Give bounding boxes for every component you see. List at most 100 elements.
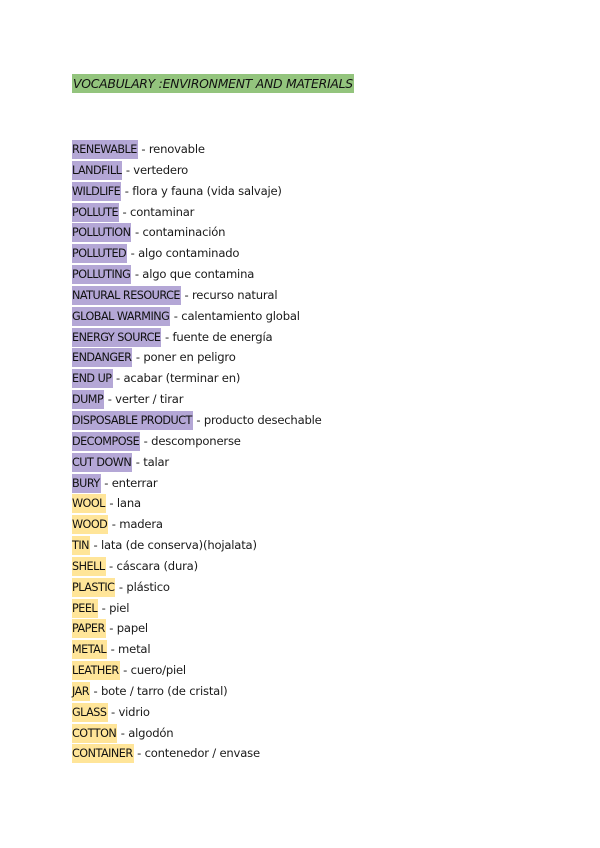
vocab-item: DISPOSABLE PRODUCT - producto desechable (72, 410, 322, 431)
vocab-term: WOOD (72, 515, 109, 535)
vocab-item: WOOD - madera (72, 514, 322, 535)
vocab-definition: piel (109, 600, 130, 615)
vocab-term: PLASTIC (72, 577, 116, 597)
vocab-term: LEATHER (72, 661, 120, 681)
vocab-item: SHELL - cáscara (dura) (72, 556, 322, 577)
vocab-item: JAR - bote / tarro (de cristal) (72, 681, 322, 702)
vocab-item: LANDFILL - vertedero (72, 160, 322, 181)
vocab-item: PLASTIC - plástico (72, 577, 322, 598)
vocab-item: METAL - metal (72, 639, 322, 660)
vocab-item: END UP - acabar (terminar en) (72, 368, 322, 389)
vocab-term: CUT DOWN (72, 452, 133, 472)
vocab-term: LANDFILL (72, 160, 123, 180)
vocab-definition: metal (118, 642, 151, 657)
vocab-definition: talar (143, 454, 169, 469)
vocab-term: GLOBAL WARMING (72, 306, 171, 326)
vocab-term: DISPOSABLE PRODUCT (72, 410, 193, 430)
vocab-definition: papel (116, 621, 148, 636)
vocab-item: CONTAINER - contenedor / envase (72, 743, 322, 764)
vocab-term: SHELL (72, 556, 106, 576)
vocab-definition: bote / tarro (de cristal) (101, 683, 228, 698)
vocab-definition: lata (de conserva)(hojalata) (100, 538, 257, 553)
vocab-definition: fuente de energía (172, 329, 273, 344)
vocab-item: BURY - enterrar (72, 473, 322, 494)
separator: - (131, 267, 143, 282)
vocab-item: LEATHER - cuero/piel (72, 660, 322, 681)
vocab-item: PAPER - papel (72, 618, 322, 639)
separator: - (117, 725, 129, 740)
vocab-item: POLLUTE - contaminar (72, 202, 322, 223)
vocab-definition: recurso natural (191, 287, 278, 302)
vocab-definition: plástico (126, 579, 170, 594)
vocab-term: POLLUTING (72, 265, 132, 285)
separator: - (121, 183, 133, 198)
vocab-term: POLLUTION (72, 223, 132, 243)
vocab-item: POLLUTED - algo contaminado (72, 243, 322, 264)
vocab-term: CONTAINER (72, 744, 134, 764)
vocab-definition: cuero/piel (130, 663, 187, 678)
separator: - (119, 204, 131, 219)
vocab-definition: flora y fauna (vida salvaje) (132, 183, 282, 198)
separator: - (133, 746, 145, 761)
vocab-term: GLASS (72, 702, 108, 722)
separator: - (107, 704, 119, 719)
vocab-item: DECOMPOSE - descomponerse (72, 431, 322, 452)
separator: - (170, 308, 182, 323)
separator: - (132, 454, 144, 469)
vocab-term: WOOL (72, 494, 106, 514)
vocab-definition: descomponerse (151, 433, 241, 448)
vocab-item: CUT DOWN - talar (72, 452, 322, 473)
vocab-term: ENDANGER (72, 348, 133, 368)
page-title: VOCABULARY :ENVIRONMENT AND MATERIALS (72, 74, 354, 93)
separator: - (104, 392, 116, 407)
separator: - (90, 538, 101, 553)
vocab-definition: madera (119, 517, 163, 532)
vocab-term: PEEL (72, 598, 99, 618)
separator: - (115, 579, 127, 594)
vocab-item: GLOBAL WARMING - calentamiento global (72, 306, 322, 327)
vocab-item: RENEWABLE - renovable (72, 139, 322, 160)
vocab-definition: poner en peligro (143, 350, 236, 365)
vocab-term: NATURAL RESOURCE (72, 285, 181, 305)
vocabulary-list: RENEWABLE - renovable LANDFILL - vertede… (72, 139, 322, 764)
separator: - (131, 225, 143, 240)
vocab-item: COTTON - algodón (72, 723, 322, 744)
vocab-term: POLLUTE (72, 202, 120, 222)
separator: - (90, 683, 101, 698)
separator: - (105, 558, 117, 573)
vocab-item: PEEL - piel (72, 598, 322, 619)
vocab-term: BURY (72, 473, 101, 493)
vocab-definition: algo que contamina (142, 267, 255, 282)
separator: - (140, 433, 152, 448)
vocab-definition: vertedero (133, 162, 189, 177)
separator: - (127, 246, 139, 261)
vocab-term: COTTON (72, 723, 118, 743)
vocab-definition: acabar (terminar en) (123, 371, 241, 386)
vocab-definition: producto desechable (203, 412, 322, 427)
vocab-term: DECOMPOSE (72, 431, 141, 451)
vocab-item: ENDANGER - poner en peligro (72, 347, 322, 368)
separator: - (137, 142, 149, 156)
vocab-item: WOOL - lana (72, 493, 322, 514)
separator: - (119, 663, 131, 678)
vocab-definition: enterrar (111, 475, 158, 490)
vocab-definition: verter / tirar (115, 392, 184, 407)
separator: - (132, 350, 144, 365)
vocab-term: METAL (72, 640, 108, 660)
vocab-term: JAR (72, 681, 91, 701)
separator: - (161, 329, 173, 344)
separator: - (112, 371, 124, 386)
vocab-definition: calentamiento global (181, 308, 300, 323)
vocab-definition: contaminar (130, 204, 195, 219)
vocab-term: RENEWABLE (72, 140, 138, 159)
vocab-definition: lana (116, 496, 141, 511)
vocab-item: WILDLIFE - flora y fauna (vida salvaje) (72, 181, 322, 202)
separator: - (107, 642, 119, 657)
vocab-item: POLLUTION - contaminación (72, 222, 322, 243)
vocab-term: END UP (72, 369, 113, 389)
separator: - (105, 496, 117, 511)
vocab-item: DUMP - verter / tirar (72, 389, 322, 410)
vocab-item: POLLUTING - algo que contamina (72, 264, 322, 285)
vocab-definition: algo contaminado (138, 246, 240, 261)
vocab-term: PAPER (72, 619, 106, 639)
